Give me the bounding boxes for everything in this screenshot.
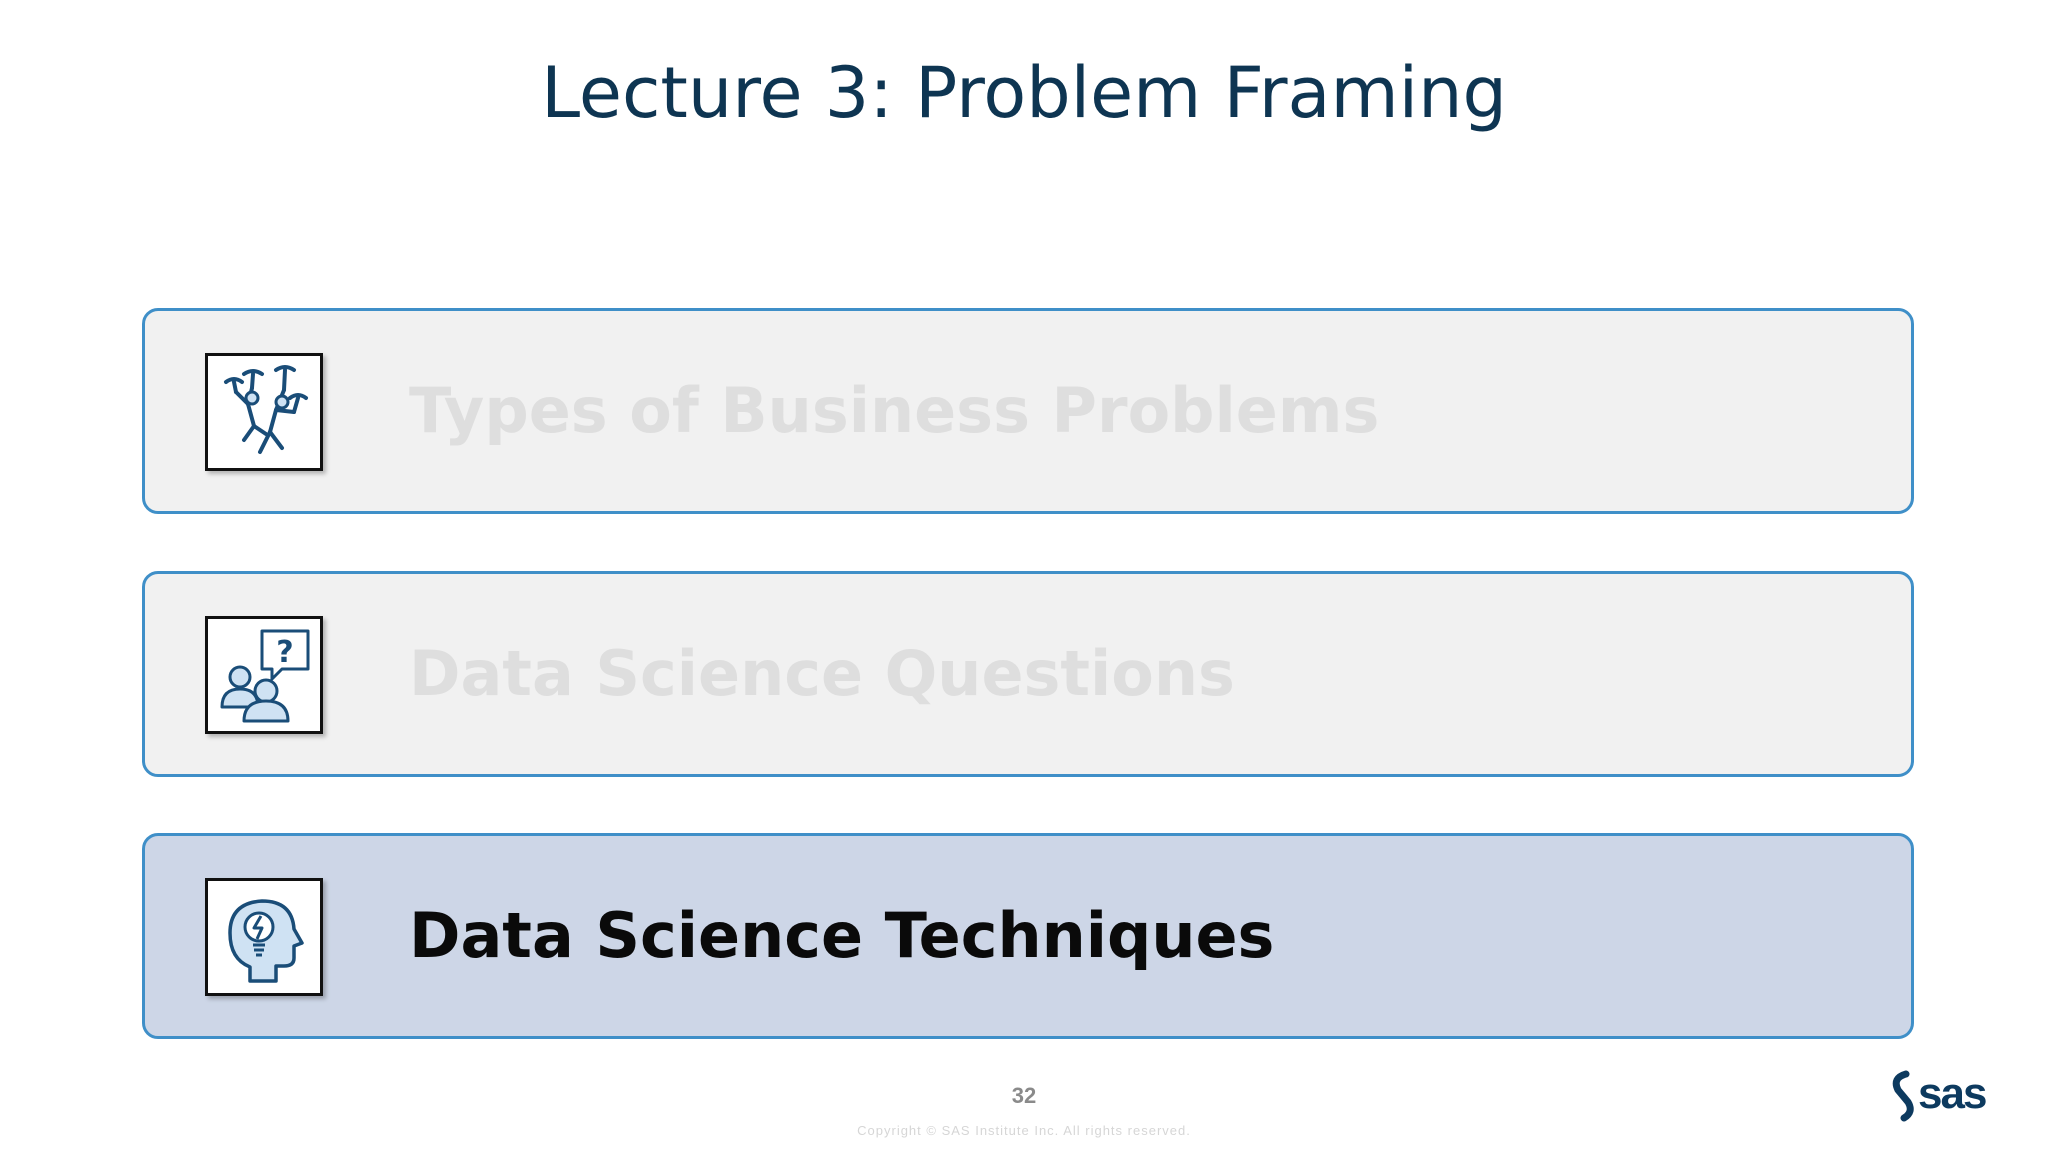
page-number: 32 <box>1011 1083 1037 1108</box>
slide-title: Lecture 3: Problem Framing <box>541 52 1507 134</box>
people-question-icon: ? <box>205 616 323 734</box>
copyright-notice: Copyright © SAS Institute Inc. All right… <box>857 1123 1191 1138</box>
topic-label: Data Science Techniques <box>409 899 1275 972</box>
topic-card-data-science-questions: ? Data Science Questions <box>142 571 1914 777</box>
topic-label: Data Science Questions <box>409 637 1235 710</box>
svg-text:?: ? <box>276 635 293 670</box>
sas-logo-text: sas <box>1918 1069 1986 1118</box>
head-lightbulb-icon <box>205 878 323 996</box>
topic-card-business-problems: Types of Business Problems <box>142 308 1914 514</box>
sas-logo: sas <box>1892 1069 1988 1122</box>
topic-card-data-science-techniques: Data Science Techniques <box>142 833 1914 1039</box>
juggling-figure-icon <box>205 353 323 471</box>
topic-label: Types of Business Problems <box>409 374 1380 447</box>
